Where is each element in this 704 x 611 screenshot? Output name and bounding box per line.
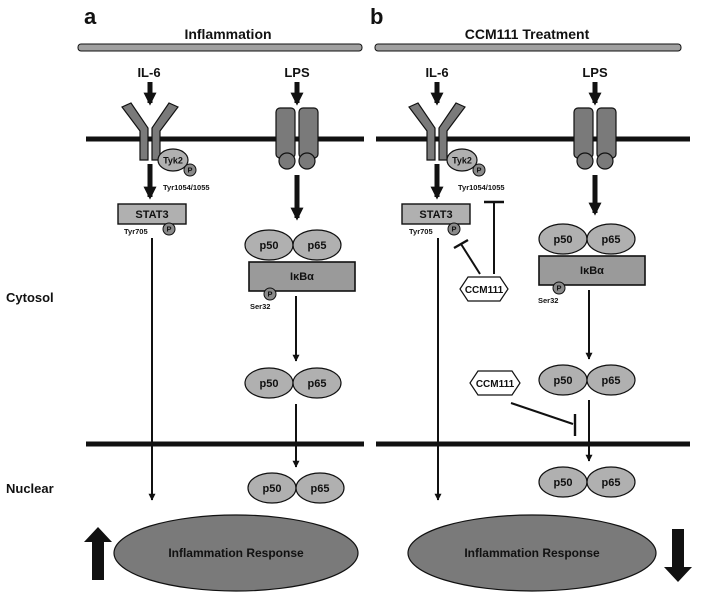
cytosol-label: Cytosol: [6, 290, 54, 305]
panel-a-tlr4-adaptor-right: [298, 152, 316, 170]
panel-b-ikba: [538, 255, 646, 286]
panel-b-tlr4-right: [596, 107, 617, 159]
panel-a-p65-cytosol: [292, 229, 342, 261]
panel-b: b CCM111 Treatment IL-6 Tyk2 P Tyr1054/1…: [370, 4, 692, 592]
decrease-arrow-icon: [664, 529, 692, 582]
panel-b-p65-nucleus: [586, 466, 636, 498]
panel-a-stat3-phospho: [162, 222, 176, 236]
panel-b-tyk2: [446, 148, 478, 172]
panel-b-lps-label: LPS: [582, 65, 608, 80]
panel-a-title: Inflammation: [184, 26, 271, 42]
panel-a-tlr4-left: [275, 107, 296, 159]
panel-a-stat3: [117, 203, 187, 225]
panel-a-tyr1054-label: Tyr1054/1055: [163, 183, 210, 192]
panel-b-letter: b: [370, 4, 383, 29]
panel-a-tyk2-phospho: [183, 163, 197, 177]
panel-a-ikba: [248, 261, 356, 292]
panel-a-tyk2: [157, 148, 189, 172]
panel-b-tlr4-adaptor-right: [596, 152, 614, 170]
panel-a-il6-receptor-right: [151, 102, 179, 161]
panel-b-ccm111-nfkb-label: CCM111: [476, 379, 515, 390]
panel-b-p65-free: [586, 364, 636, 396]
panel-b-tyk2-p-label: P: [476, 166, 481, 175]
panel-a-p65-nucleus: [295, 472, 345, 504]
panel-b-tyk2-phospho: [472, 163, 486, 177]
panel-b-ccm111-nfkb: [469, 370, 521, 396]
panel-a-p65-free: [292, 367, 342, 399]
panel-a-il6-label: IL-6: [137, 65, 160, 80]
panel-b-tlr4-left: [573, 107, 594, 159]
panel-b-il6-receptor-left: [408, 102, 436, 161]
panel-b-p65-nucleus-label: p65: [602, 477, 621, 489]
panel-b-p65-cytosol-label: p65: [602, 234, 621, 246]
panel-a-p50-free-label: p50: [260, 378, 279, 390]
panel-b-p50-free-label: p50: [554, 375, 573, 387]
panel-b-stat3-p-label: P: [451, 225, 456, 234]
panel-a-tyr705-label: Tyr705: [124, 227, 148, 236]
panel-b-p65-free-label: p65: [602, 375, 621, 387]
panel-b-stat3-phospho: [447, 222, 461, 236]
panel-b-inflammation-response-label: Inflammation Response: [464, 546, 600, 560]
panel-a-p50-nucleus-label: p50: [263, 483, 282, 495]
panel-b-stat3-inhibition-bar: [453, 238, 469, 250]
panel-a-p65-nucleus-label: p65: [311, 483, 330, 495]
panel-b-ikba-phospho: [552, 281, 566, 295]
panel-a-ikba-p-label: P: [267, 290, 272, 299]
panel-a-lps-label: LPS: [284, 65, 310, 80]
nuclear-label: Nuclear: [6, 481, 54, 496]
panel-a-tyk2-p-label: P: [187, 166, 192, 175]
panel-a-tyk2-label: Tyk2: [163, 156, 183, 166]
panel-a-inflammation-response-label: Inflammation Response: [168, 546, 304, 560]
panel-a-ser32-label: Ser32: [250, 302, 270, 311]
panel-b-tyk2-label: Tyk2: [452, 156, 472, 166]
panel-b-stat3: [401, 203, 471, 225]
panel-b-p65-cytosol: [586, 223, 636, 255]
panel-a-stat3-p-label: P: [166, 225, 171, 234]
panel-a-ikba-label: IκBα: [290, 271, 314, 283]
panel-b-ikba-label: IκBα: [580, 265, 604, 277]
panel-a-il6-receptor-left: [121, 102, 149, 161]
panel-b-il6-label: IL-6: [425, 65, 448, 80]
panel-b-ccm111-stat3-label: CCM111: [465, 285, 504, 296]
panel-b-nfkb-inhibition-line: [510, 402, 574, 425]
panel-b-il6-receptor-right: [438, 102, 466, 161]
panel-b-inflammation-response: [407, 514, 657, 592]
panel-b-header-bar: [374, 43, 682, 52]
panel-a-tlr4-adaptor-left: [278, 152, 296, 170]
panel-a-p65-free-label: p65: [308, 378, 327, 390]
panel-b-stat3-inhibition-line: [460, 243, 481, 275]
panel-a-p65-cytosol-label: p65: [308, 240, 327, 252]
panel-a-p50-cytosol-label: p50: [260, 240, 279, 252]
panel-b-tyr705-label: Tyr705: [409, 227, 433, 236]
panel-b-p50-nucleus-label: p50: [554, 477, 573, 489]
panel-b-tlr4-adaptor-left: [576, 152, 594, 170]
panel-a: a Inflammation IL-6 Tyk2 P Tyr1054/1055 …: [77, 4, 364, 592]
panel-a-tlr4-right: [298, 107, 319, 159]
panel-b-tyr1054-label: Tyr1054/1055: [458, 183, 505, 192]
panel-b-title: CCM111 Treatment: [465, 26, 590, 42]
panel-b-ikba-p-label: P: [556, 284, 561, 293]
panel-a-stat3-label: STAT3: [135, 209, 168, 221]
panel-b-ser32-label: Ser32: [538, 296, 558, 305]
panel-b-p50-cytosol-label: p50: [554, 234, 573, 246]
panel-b-stat3-label: STAT3: [419, 209, 452, 221]
panel-a-letter: a: [84, 4, 97, 29]
panel-a-inflammation-response: [113, 514, 359, 592]
panel-a-ikba-phospho: [263, 287, 277, 301]
panel-a-header-bar: [77, 43, 363, 52]
increase-arrow-icon: [84, 527, 112, 580]
panel-b-ccm111-stat3: [459, 276, 509, 302]
